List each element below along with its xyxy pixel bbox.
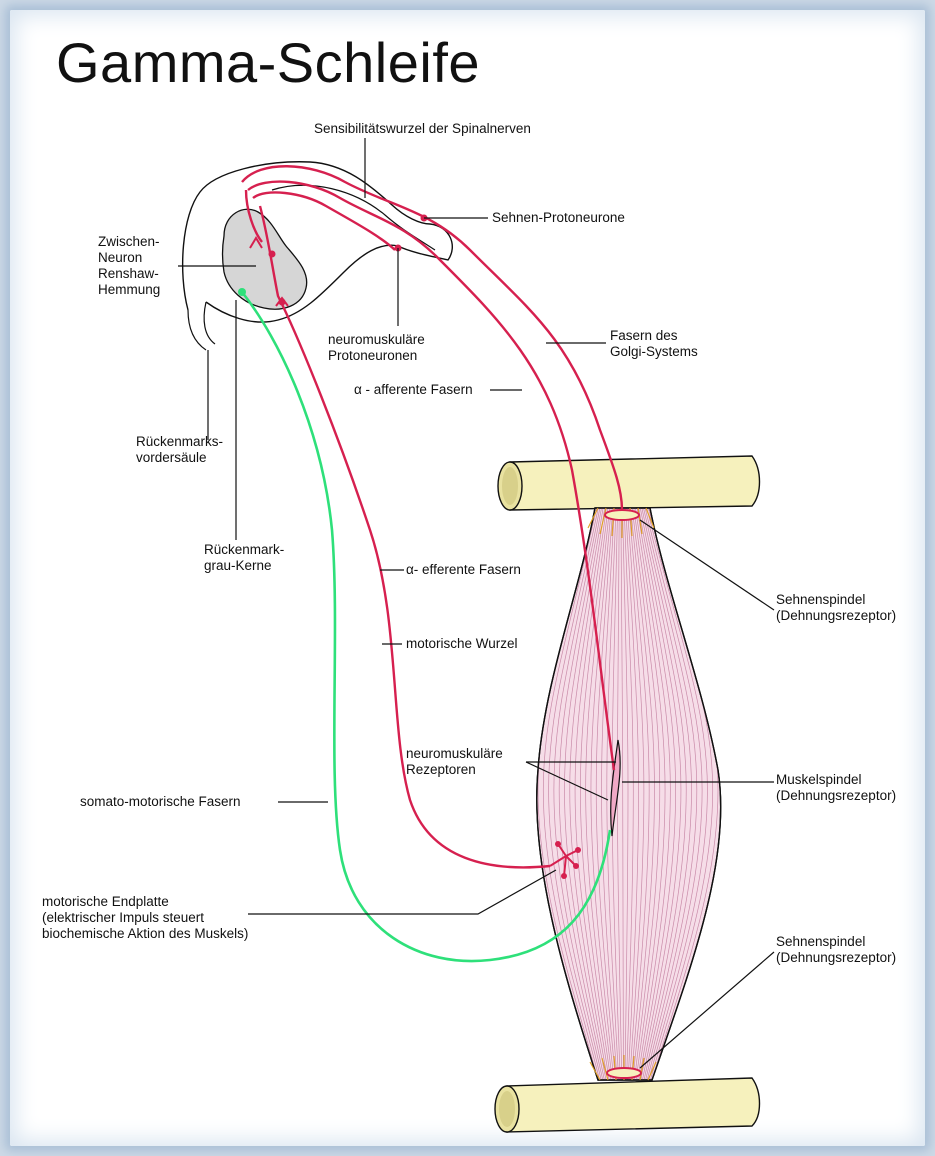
diagram-title: Gamma-Schleife [56, 30, 480, 95]
diagram-frame: Gamma-Schleife Sensibilitätswurzel der S… [10, 10, 925, 1146]
label-somatomotor-fibers: somato-motorische Fasern [80, 794, 241, 810]
label-interneuron: Zwischen- Neuron Renshaw- Hemmung [98, 234, 160, 298]
label-sensory-root: Sensibilitätswurzel der Spinalnerven [314, 121, 531, 137]
label-tendon-spindle-bottom: Sehnenspindel (Dehnungsrezeptor) [776, 934, 896, 966]
label-tendon-protoneurons: Sehnen-Protoneurone [492, 210, 625, 226]
label-anterior-horn: Rückenmarks- vordersäule [136, 434, 223, 466]
label-tendon-spindle-top: Sehnenspindel (Dehnungsrezeptor) [776, 592, 896, 624]
label-golgi-fibers: Fasern des Golgi-Systems [610, 328, 698, 360]
label-alpha-efferent: α- efferente Fasern [406, 562, 521, 578]
tendon-spindle-top-receptor [605, 510, 639, 520]
label-alpha-afferent: α - afferente Fasern [354, 382, 473, 398]
label-neuromuscular-protoneurons: neuromuskuläre Protoneuronen [328, 332, 425, 364]
lower-bone [495, 1078, 760, 1132]
upper-bone [498, 456, 760, 510]
label-motor-root: motorische Wurzel [406, 636, 518, 652]
tendon-spindle-bottom-receptor [607, 1068, 641, 1078]
gamma-loop-diagram [10, 10, 925, 1146]
label-gray-nuclei: Rückenmark- grau-Kerne [204, 542, 284, 574]
label-motor-endplate: motorische Endplatte (elektrischer Impul… [42, 894, 248, 942]
label-muscle-spindle: Muskelspindel (Dehnungsrezeptor) [776, 772, 896, 804]
label-neuromuscular-receptors: neuromuskuläre Rezeptoren [406, 746, 503, 778]
ventral-root-outline [188, 302, 215, 350]
